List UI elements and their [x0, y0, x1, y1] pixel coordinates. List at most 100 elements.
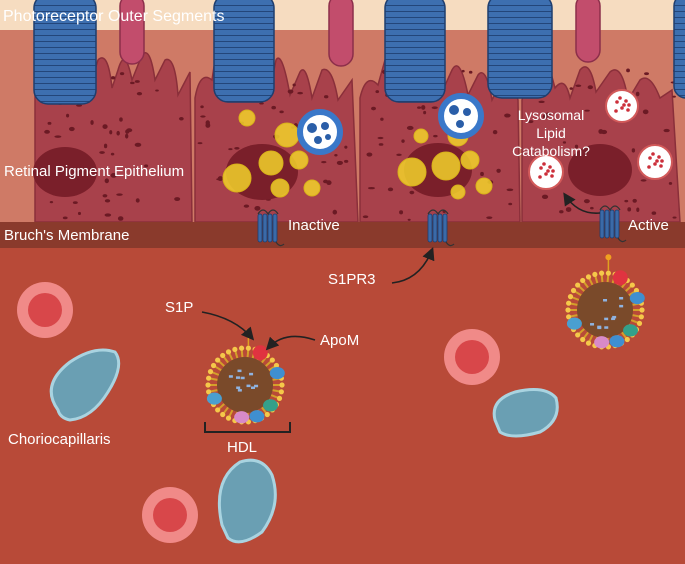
pigment-granule	[134, 80, 140, 83]
pigment-granule	[401, 139, 405, 143]
lipid-droplet-icon	[431, 151, 461, 181]
pigment-granule	[371, 106, 377, 111]
pigment-granule	[565, 207, 572, 212]
pigment-granule	[332, 209, 338, 215]
pigment-granule	[102, 194, 108, 198]
active-label: Active	[628, 217, 669, 234]
pigment-granule	[541, 194, 549, 199]
lysosomes	[528, 89, 673, 190]
pigment-granule	[234, 146, 240, 150]
pigment-granule	[631, 148, 636, 153]
red-blood-cell-icon	[444, 329, 500, 385]
pigment-granule	[461, 69, 465, 73]
outer-segment	[673, 0, 685, 99]
lipid-droplet-icon	[289, 150, 309, 170]
choriocapillaris-label: Choriocapillaris	[8, 431, 111, 448]
lipid-droplet-icon	[238, 109, 256, 127]
pigment-granule	[590, 206, 594, 210]
arrows	[201, 192, 601, 351]
inactive-label: Inactive	[288, 217, 340, 234]
pigment-granule	[135, 198, 140, 203]
pigment-granule	[297, 91, 303, 95]
pigment-granule	[279, 110, 284, 114]
phagosome-icon	[297, 109, 343, 155]
lysosome-icon	[528, 154, 564, 190]
pigment-granule	[90, 120, 94, 125]
pigment-granule	[378, 143, 384, 146]
pigment-granule	[119, 72, 125, 76]
pigment-granule	[642, 109, 649, 115]
pigment-granule	[77, 211, 81, 216]
pigment-granule	[672, 216, 677, 219]
pigment-granule	[178, 116, 184, 121]
arrow-icon	[201, 311, 255, 341]
pigment-granule	[243, 204, 250, 208]
pigment-granule	[116, 193, 123, 196]
pigment-granule	[635, 91, 640, 97]
pigment-granule	[205, 120, 210, 126]
pigment-granule	[54, 135, 62, 138]
pigment-granule	[110, 173, 117, 178]
pigment-granule	[375, 90, 380, 94]
s1p-label: S1P	[165, 299, 194, 316]
pigment-granule	[583, 199, 590, 204]
pigment-granule	[399, 210, 404, 215]
hdl-label: HDL	[227, 439, 258, 456]
pigment-granule	[254, 205, 261, 211]
pigment-granule	[76, 104, 83, 107]
pigment-granule	[103, 143, 108, 149]
outer-segment	[213, 0, 275, 103]
pigment-granule	[626, 68, 630, 73]
pigment-granule	[66, 113, 70, 118]
pigment-granule	[409, 190, 415, 195]
apom-label: ApoM	[320, 332, 360, 349]
outer-segment	[487, 0, 553, 99]
lysosomal-line-3: Catabolism?	[512, 143, 590, 159]
pigment-granule	[486, 216, 493, 219]
pigment-granule	[496, 168, 501, 173]
lysosomal-line-2: Lipid	[536, 125, 566, 141]
rod-segment	[575, 0, 601, 63]
s1pr3-receptors	[257, 205, 627, 247]
arrow-icon	[563, 192, 601, 214]
receptor-icon	[257, 209, 285, 247]
lipid-droplet-icon	[274, 122, 300, 148]
pigment-granule	[102, 124, 108, 129]
pigment-granule	[651, 211, 657, 215]
pigment-granule	[68, 126, 75, 132]
photoreceptor-label: Photoreceptor Outer Segments	[3, 8, 225, 25]
pigment-granule	[326, 180, 332, 186]
pigment-granule	[574, 144, 579, 149]
pigment-granule	[134, 142, 142, 147]
pigment-granule	[380, 117, 384, 121]
pigment-granule	[538, 100, 545, 104]
photoreceptor-outer-segments	[33, 0, 685, 105]
pigment-granule	[640, 179, 647, 182]
pigment-granule	[506, 188, 514, 192]
pigment-granule	[336, 160, 343, 165]
pigment-granule	[545, 112, 551, 117]
pigment-granule	[407, 218, 411, 221]
lysosome-icon	[637, 144, 673, 180]
pigment-granule	[130, 81, 135, 85]
pigment-granule	[528, 120, 534, 124]
pigment-granule	[344, 159, 349, 163]
pigment-granule	[287, 89, 294, 94]
pigment-granule	[406, 125, 414, 130]
pigment-granule	[396, 153, 402, 157]
receptor-icon	[427, 209, 455, 247]
pigment-granule	[480, 171, 484, 177]
pigment-granule	[504, 113, 511, 118]
lipid-droplet-icon	[270, 178, 290, 198]
pigment-granule	[344, 145, 348, 149]
pigment-granule	[377, 136, 384, 140]
rod-segment	[328, 0, 354, 67]
pigment-granule	[362, 215, 369, 219]
endothelial-cell	[49, 348, 121, 422]
hdl-particle-icon	[205, 329, 285, 425]
pigment-granule	[562, 141, 567, 144]
receptor-icon	[599, 205, 627, 243]
arrow-icon	[265, 335, 316, 351]
lipid-droplet-icon	[397, 157, 427, 187]
